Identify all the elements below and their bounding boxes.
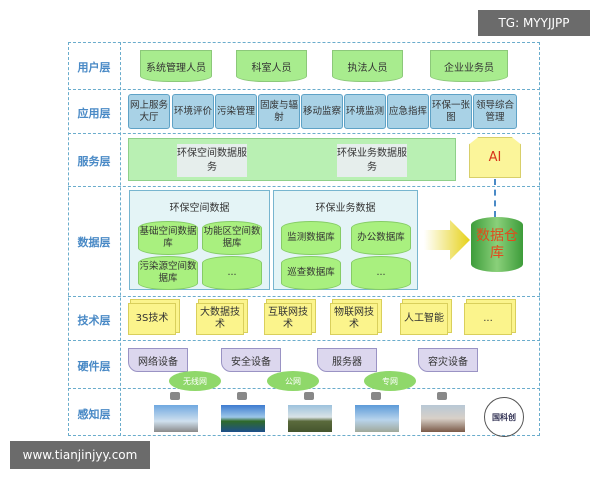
group-title: 环保空间数据 (169, 203, 230, 214)
hardware-item: 容灾设备 (418, 348, 478, 372)
business-data-group: 环保业务数据 监测数据库 办公数据库 巡查数据库 ... (273, 190, 418, 290)
layer-label-tech: 技术层 (77, 314, 111, 327)
power-plant-photo (154, 405, 198, 432)
network-cloud: 专网 (366, 373, 414, 389)
camera-icon (437, 392, 447, 400)
data-warehouse: 数据仓库 (471, 217, 523, 272)
network-cloud: 无线网 (171, 373, 219, 389)
watermark-top: TG: MYYJJPP (478, 10, 590, 36)
ai-box: AI (469, 137, 521, 178)
database: 基础空间数据库 (138, 221, 198, 255)
database: 污染源空间数据库 (138, 256, 198, 290)
layer-label-service: 服务层 (77, 155, 111, 168)
app-module: 环保一张图 (430, 94, 472, 129)
app-module: 领导综合管理 (473, 94, 517, 129)
layer-label-hardware: 硬件层 (77, 360, 111, 373)
database: 监测数据库 (281, 221, 341, 255)
camera-icon (170, 392, 180, 400)
tech-item: 3S技术 (128, 303, 176, 335)
river-photo (355, 405, 399, 432)
app-module: 污染管理 (215, 94, 257, 129)
app-module: 环境监测 (344, 94, 386, 129)
app-module: 环境评价 (172, 94, 214, 129)
tech-item: 大数据技术 (196, 303, 244, 335)
hardware-item: 网络设备 (128, 348, 188, 372)
app-module: 应急指挥 (387, 94, 429, 129)
layer-label-data: 数据层 (77, 236, 111, 249)
app-module: 固废与辐射 (258, 94, 300, 129)
camera-icon (304, 392, 314, 400)
hardware-item: 服务器 (317, 348, 377, 372)
service-layer-box: 环保空间数据服务 环保业务数据服务 (128, 138, 456, 181)
divider (68, 89, 540, 90)
divider (68, 340, 540, 341)
divider (120, 42, 121, 436)
user-role: 科室人员 (236, 50, 307, 82)
service-item: 环保空间数据服务 (177, 144, 247, 177)
divider (68, 133, 540, 134)
logo: 国科创 (484, 397, 524, 437)
app-module: 网上服务大厅 (128, 94, 170, 129)
lake-photo (221, 405, 265, 432)
divider (68, 388, 540, 389)
layer-label-app: 应用层 (77, 107, 111, 120)
database: 巡查数据库 (281, 256, 341, 290)
user-role: 企业业务员 (430, 50, 508, 82)
layer-label-user: 用户层 (77, 61, 111, 74)
sensor-icon (237, 392, 247, 400)
arrow-icon (424, 220, 470, 260)
network-cloud: 公网 (269, 373, 317, 389)
architecture-frame (68, 42, 540, 436)
construction-photo (421, 405, 465, 432)
sensor-icon (371, 392, 381, 400)
service-item: 环保业务数据服务 (337, 144, 407, 177)
tech-item: 物联网技术 (330, 303, 378, 335)
ai-connector (494, 179, 496, 217)
tech-item: 互联网技术 (264, 303, 312, 335)
database: ... (202, 256, 262, 290)
database: ... (351, 256, 411, 290)
database: 功能区空间数据库 (202, 221, 262, 255)
app-module: 移动监察 (301, 94, 343, 129)
watermark-bottom: www.tianjinjyy.com (10, 441, 150, 469)
hardware-item: 安全设备 (221, 348, 281, 372)
user-role: 执法人员 (332, 50, 403, 82)
tech-item: 人工智能 (400, 303, 448, 335)
divider (68, 186, 540, 187)
group-title: 环保业务数据 (315, 203, 376, 214)
user-role: 系统管理人员 (140, 50, 212, 82)
database: 办公数据库 (351, 221, 411, 255)
layer-label-sensing: 感知层 (77, 408, 111, 421)
field-photo (288, 405, 332, 432)
divider (68, 296, 540, 297)
tech-item: ... (464, 303, 512, 335)
spatial-data-group: 环保空间数据 基础空间数据库 功能区空间数据库 污染源空间数据库 ... (129, 190, 270, 290)
